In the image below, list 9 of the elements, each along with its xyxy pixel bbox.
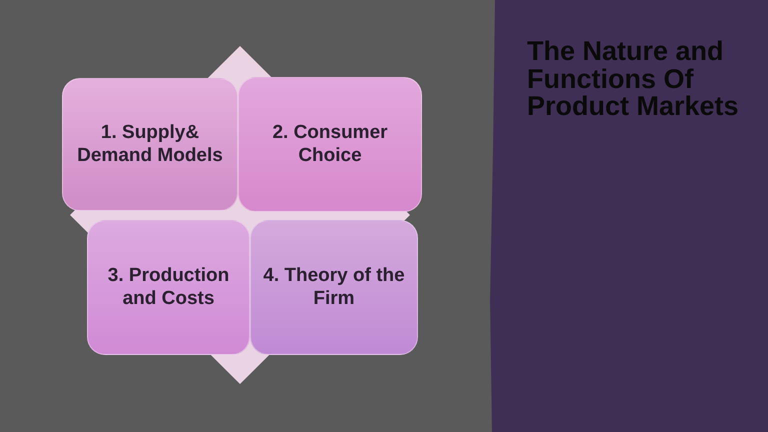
topic-box: [62, 78, 238, 211]
topic-box: [250, 220, 418, 355]
topic-label: 3. Production and Costs: [106, 264, 230, 310]
topic-label: 4. Theory of the Firm: [262, 264, 406, 310]
topic-box: [238, 77, 422, 212]
topic-box: [87, 220, 250, 355]
topic-label: 1. Supply& Demand Models: [76, 122, 224, 168]
topic-label: 2. Consumer Choice: [271, 122, 389, 168]
title: The Nature and Functions Of Product Markets: [527, 38, 740, 121]
